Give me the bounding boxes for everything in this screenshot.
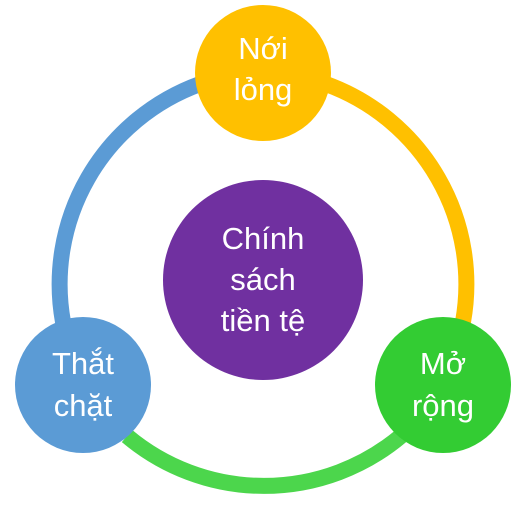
node-left: Thắt chặt — [15, 317, 151, 453]
node-top-label-line-2: lỏng — [234, 72, 293, 107]
node-top-circle — [195, 5, 331, 141]
node-right-circle — [375, 317, 511, 453]
arc-top-to-right — [323, 76, 475, 324]
node-left-label-line-1: Thắt — [52, 346, 114, 381]
node-right: Mở rộng — [375, 317, 511, 453]
center-circle — [163, 180, 363, 380]
node-top: Nới lỏng — [195, 5, 331, 141]
center-label-line-1: Chính — [222, 221, 305, 256]
node-right-label-line-1: Mở — [420, 346, 466, 381]
arc-right-to-left — [121, 429, 407, 494]
center-label-line-3: tiền tệ — [221, 303, 305, 338]
node-left-circle — [15, 317, 151, 453]
node-top-label-line-1: Nới — [238, 31, 288, 66]
node-right-label-line-2: rộng — [412, 388, 474, 423]
center-node: Chính sách tiền tệ — [163, 180, 363, 380]
node-left-label-line-2: chặt — [54, 388, 113, 423]
center-label-line-2: sách — [230, 262, 295, 297]
arc-left-to-top — [51, 76, 203, 324]
